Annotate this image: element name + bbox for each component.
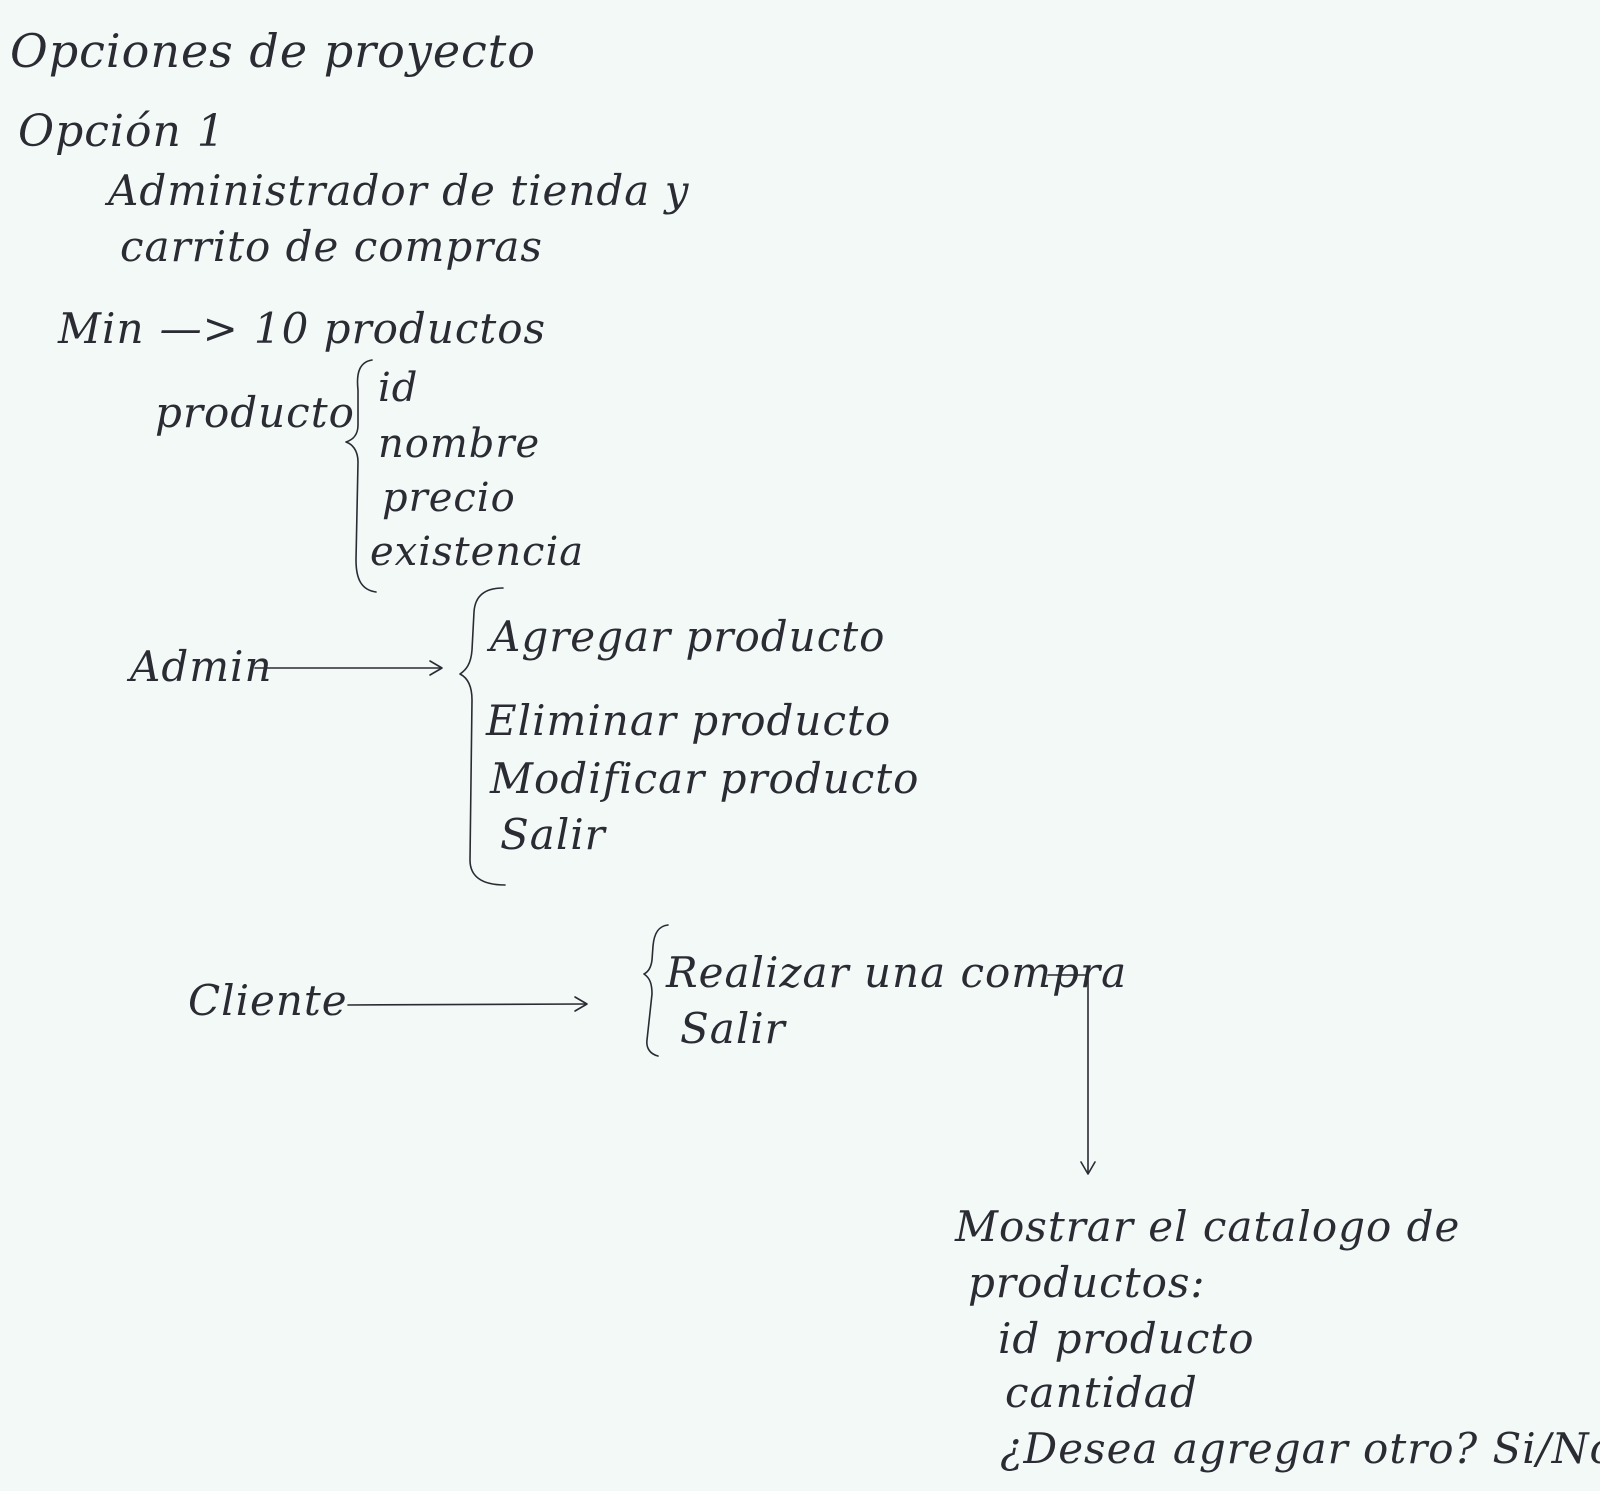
product-field-id: id	[378, 365, 419, 411]
description-line-1: Administrador de tienda y	[108, 166, 690, 215]
admin-option-agregar: Agregar producto	[490, 612, 886, 661]
purchase-connector-head	[1080, 1161, 1096, 1175]
purchase-flow-line-2: productos:	[968, 1258, 1206, 1307]
minimum-arrow: —>	[159, 304, 239, 353]
admin-option-salir: Salir	[500, 810, 606, 859]
product-field-existencia: existencia	[370, 529, 585, 575]
product-label: producto	[155, 388, 355, 437]
client-label: Cliente	[188, 976, 348, 1025]
option-label: Opción 1	[18, 106, 226, 157]
admin-label: Admin	[130, 642, 273, 691]
minimum-products-line: Min —> 10 productos	[58, 308, 546, 350]
client-option-realizar-compra: Realizar una compra	[666, 948, 1128, 997]
admin-arrow-head	[429, 660, 443, 676]
client-option-salir: Salir	[680, 1004, 786, 1053]
page-title: Opciones de proyecto	[10, 24, 536, 78]
admin-option-modificar: Modificar producto	[490, 754, 920, 803]
client-options-brace	[643, 924, 669, 1057]
admin-option-eliminar: Eliminar producto	[486, 696, 892, 745]
description-line-2: carrito de compras	[120, 222, 543, 271]
client-arrow-line	[347, 1003, 586, 1006]
client-arrow-head	[574, 996, 588, 1012]
purchase-connector-line	[1047, 974, 1089, 1173]
purchase-item-id-producto: id producto	[998, 1314, 1255, 1363]
minimum-label: Min	[58, 304, 145, 353]
product-field-nombre: nombre	[378, 421, 541, 467]
purchase-item-agregar-otro: ¿Desea agregar otro? Si/No	[1000, 1424, 1600, 1473]
purchase-item-cantidad: cantidad	[1005, 1368, 1198, 1417]
purchase-flow-line-1: Mostrar el catalogo de	[955, 1202, 1461, 1251]
minimum-value: 10 productos	[253, 304, 547, 353]
product-field-precio: precio	[382, 475, 516, 521]
